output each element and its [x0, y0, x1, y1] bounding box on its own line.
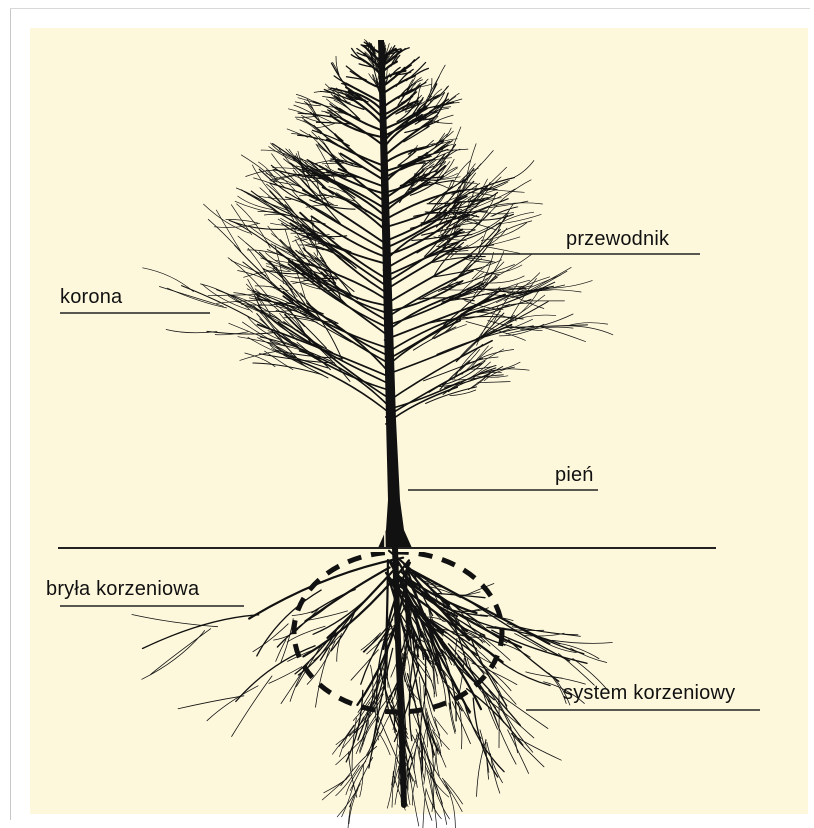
label-przewodnik: przewodnik	[566, 228, 669, 251]
root-system	[132, 548, 612, 828]
tree-crown	[143, 39, 613, 424]
label-korona: korona	[60, 286, 122, 309]
label-pien: pień	[555, 464, 594, 487]
label-system-korzeniowy: system korzeniowy	[563, 682, 735, 705]
label-bryla-korzeniowa: bryła korzeniowa	[46, 578, 199, 601]
tree-trunk	[378, 40, 412, 548]
